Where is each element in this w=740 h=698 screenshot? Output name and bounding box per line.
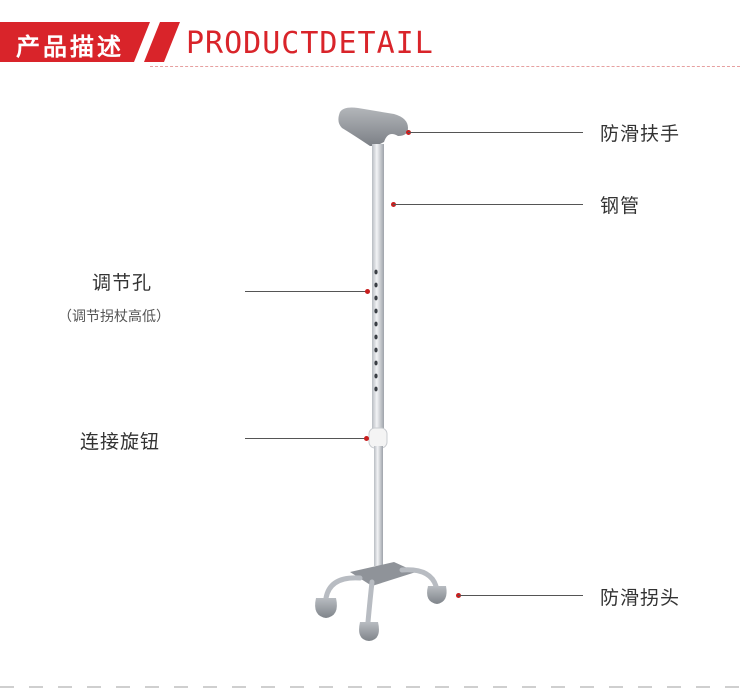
section-title-english: PRODUCTDETAIL bbox=[186, 26, 434, 61]
title-tab-background bbox=[0, 22, 180, 62]
holes-marker bbox=[365, 289, 370, 294]
feet-label: 防滑拐头 bbox=[600, 587, 681, 609]
tube-label: 钢管 bbox=[600, 195, 641, 217]
cane-connecting-knob bbox=[368, 427, 388, 449]
feet-leader-line bbox=[458, 595, 583, 596]
handle-leader-line bbox=[408, 132, 583, 133]
section-header: 产品描述 PRODUCTDETAIL bbox=[0, 0, 740, 70]
header-dashed-rule bbox=[150, 66, 740, 67]
knob-marker bbox=[364, 436, 369, 441]
cane-adjustment-holes bbox=[374, 269, 378, 392]
knob-leader-line bbox=[245, 438, 366, 439]
knob-label: 连接旋钮 bbox=[80, 431, 161, 453]
cane-handle-grip bbox=[338, 107, 408, 146]
section-title: 产品描述 bbox=[16, 33, 124, 61]
cane-lower-tube bbox=[374, 446, 383, 566]
cane-illustration bbox=[315, 107, 447, 641]
holes-note: （调节拐杖高低） bbox=[58, 309, 170, 325]
footer-dashed-rule bbox=[0, 686, 740, 688]
holes-label: 调节孔 bbox=[92, 272, 153, 294]
holes-leader-line bbox=[245, 291, 368, 292]
cane-rubber-tips bbox=[315, 586, 447, 641]
handle-label: 防滑扶手 bbox=[600, 123, 681, 145]
cane-base-plate bbox=[350, 562, 416, 586]
tube-leader-line bbox=[393, 204, 583, 205]
cane-legs bbox=[323, 567, 439, 625]
cane-upper-tube bbox=[372, 144, 384, 434]
